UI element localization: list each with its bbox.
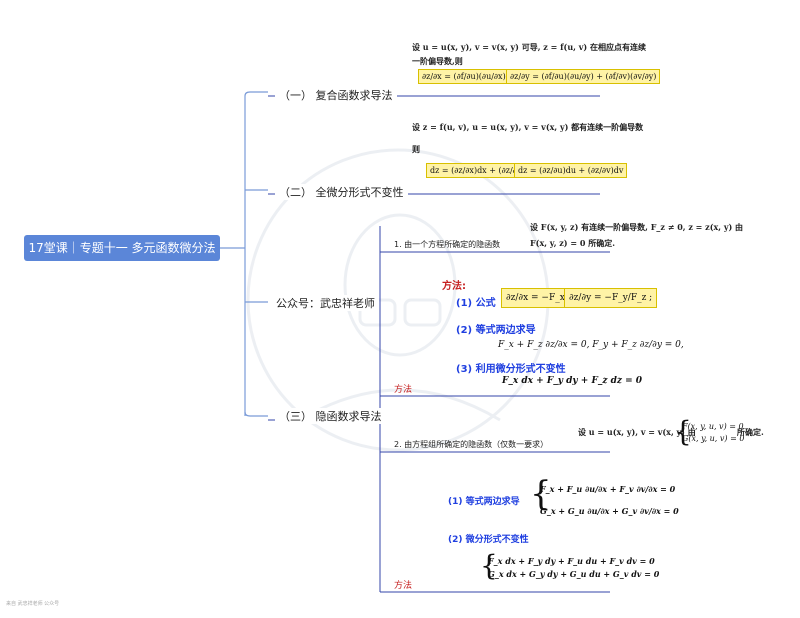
sub2-system-eq2: G(x, y, u, v) = 0 xyxy=(682,434,745,443)
root-node[interactable]: 17堂课｜专题十一 多元函数微分法 xyxy=(24,235,220,261)
methods-heading: 方法: xyxy=(442,281,466,292)
total-diff-formula-xy: dz = (∂z/∂x)dx + (∂z/∂y)dy xyxy=(426,163,539,178)
method1-label: (1) 公式 xyxy=(456,298,496,309)
method2-formula: F_x + F_z ∂z/∂x = 0, F_y + F_z ∂z/∂y = 0… xyxy=(498,340,684,350)
total-diff-formula-uv: dz = (∂z/∂u)du + (∂z/∂v)dv xyxy=(514,163,628,178)
method2-label: (2) 等式两边求导 xyxy=(456,325,536,336)
system-brace: { xyxy=(674,415,692,448)
sub2-method2-label: (2) 微分形式不变性 xyxy=(448,535,529,545)
method3-formula: F_x dx + F_y dy + F_z dz = 0 xyxy=(502,376,643,386)
total-diff-condition-line2: 则 xyxy=(412,144,420,154)
method3-label: (3) 利用微分形式不变性 xyxy=(456,364,566,375)
sub2-method1-eq1: F_x + F_u ∂u/∂x + F_v ∂v/∂x = 0 xyxy=(540,484,676,494)
method1-system-brace: { xyxy=(530,474,552,514)
sub2-method2-eq2: G_x dx + G_y dy + G_u du + G_v dv = 0 xyxy=(488,569,660,579)
implicit-sub2-label[interactable]: 2. 由方程组所确定的隐函数（仅数一要求） xyxy=(394,440,549,449)
method1-formula-y: ∂z/∂y = −F_y/F_z ; xyxy=(564,288,658,308)
method2-system-brace: { xyxy=(480,549,498,582)
implicit-sub2-condition-prefix: 设 u = u(x, y), v = v(x, y) 由 xyxy=(578,427,696,437)
implicit-sub2-condition-suffix: 所确定. xyxy=(737,427,764,437)
sub2-method2-eq1: F_x dx + F_y dy + F_u du + F_v dv = 0 xyxy=(488,556,655,566)
composite-condition-line1: 设 u = u(x, y), v = v(x, y) 可导, z = f(u, … xyxy=(412,42,646,52)
implicit-sub1-condition-line1: 设 F(x, y, z) 有连续一阶偏导数, F_z ≠ 0, z = z(x,… xyxy=(530,222,744,232)
sub2-system-eq1: F(x, y, u, v) = 0 xyxy=(682,422,744,431)
implicit-sub1-label[interactable]: 1. 由一个方程所确定的隐函数 xyxy=(394,240,501,249)
branch-implicit-function[interactable]: （三） 隐函数求导法 xyxy=(275,408,386,424)
watermark-text: 来自 武忠祥老师 公众号 xyxy=(6,601,60,607)
total-diff-condition-line1: 设 z = f(u, v), u = u(x, y), v = v(x, y) … xyxy=(412,122,644,132)
sub2-method1-label: (1) 等式两边求导 xyxy=(448,497,520,507)
sub2-method1-eq2: G_x + G_u ∂u/∂x + G_v ∂v/∂x = 0 xyxy=(540,506,679,516)
branch-total-differential[interactable]: （二） 全微分形式不变性 xyxy=(275,184,408,200)
method-tag-1: 方法 xyxy=(394,385,413,395)
composite-formula-y: ∂z/∂y = (∂f/∂u)(∂u/∂y) + (∂f/∂v)(∂v/∂y) xyxy=(506,69,661,84)
method-tag-2: 方法 xyxy=(394,581,413,591)
branch-official-account[interactable]: 公众号：武忠祥老师 xyxy=(272,295,379,311)
composite-condition-line2: 一阶偏导数,则 xyxy=(412,56,463,66)
branch-composite-derivative[interactable]: （一） 复合函数求导法 xyxy=(275,87,397,103)
implicit-sub1-condition-line2: F(x, y, z) = 0 所确定. xyxy=(530,238,615,248)
